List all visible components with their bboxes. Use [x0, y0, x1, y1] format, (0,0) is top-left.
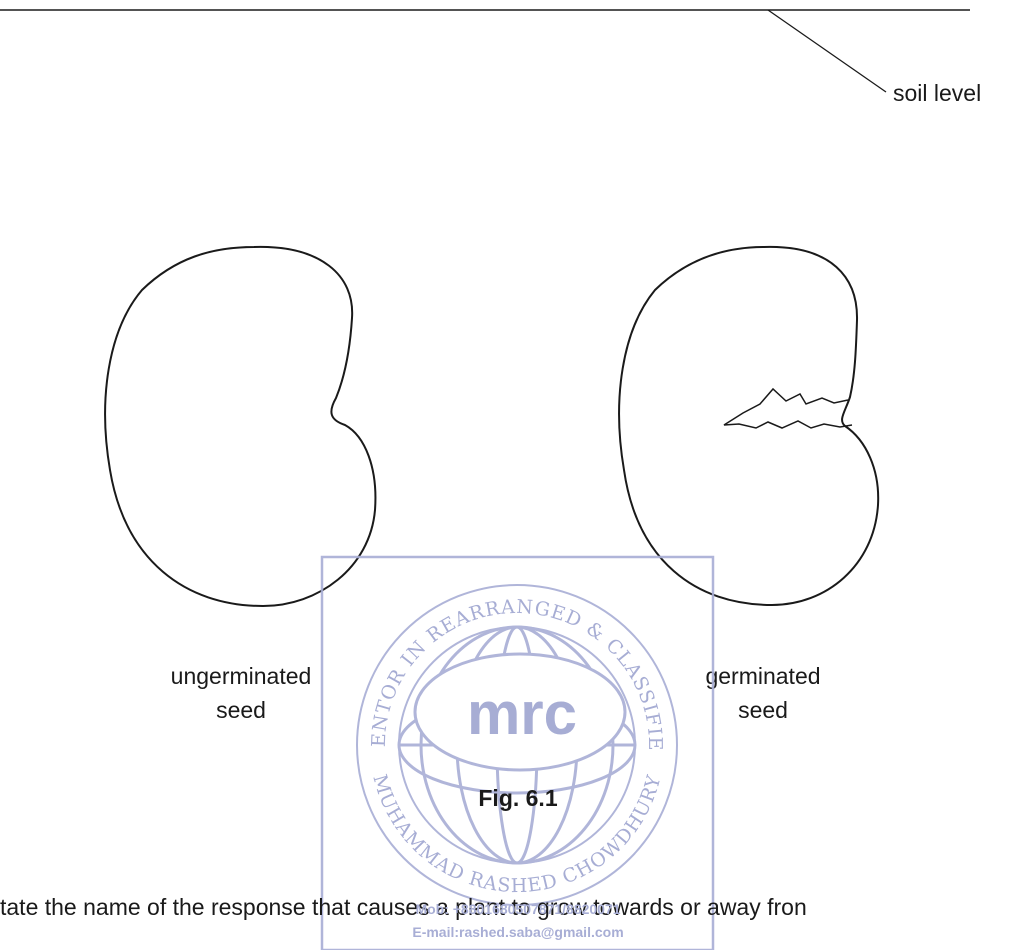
watermark-logo-text: mrc — [467, 680, 577, 747]
figure-caption: Fig. 6.1 — [478, 785, 557, 811]
question-text: tate the name of the response that cause… — [0, 894, 807, 920]
ungerminated-seed-outline — [105, 247, 375, 606]
germinated-label-line1: germinated — [705, 663, 820, 689]
watermark-email-line: E-mail:rashed.saba@gmail.com — [412, 924, 623, 940]
soil-level-label: soil level — [893, 80, 981, 106]
ungerminated-label-line2: seed — [216, 697, 266, 723]
ungerminated-label-line1: ungerminated — [171, 663, 312, 689]
seed-coat-split — [724, 389, 852, 428]
soil-label-leader — [768, 10, 886, 92]
watermark-phone-line: Mob: +8801680507871/8820071 — [415, 901, 620, 917]
mrc-watermark-stamp: mrc MENTOR IN REARRANGED & CLASSIFIED MU… — [0, 0, 713, 950]
germinated-label-line2: seed — [738, 697, 788, 723]
